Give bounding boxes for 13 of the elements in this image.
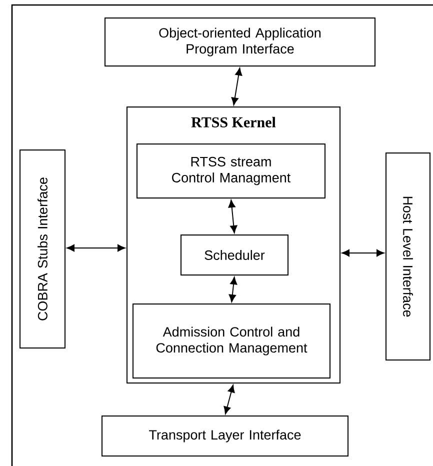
arrow bbox=[228, 276, 238, 302]
module-box: RTSS stream Control Managment bbox=[136, 144, 326, 198]
module-box: Admission Control and Connection Management bbox=[132, 304, 330, 378]
interface-box: Host Level Interface bbox=[386, 152, 430, 360]
arrow bbox=[224, 384, 235, 414]
arrow bbox=[66, 244, 126, 252]
module-box: Scheduler bbox=[180, 234, 288, 276]
arrow bbox=[342, 249, 384, 257]
interface-box: Object-oriented Application Program Interface bbox=[104, 18, 376, 66]
arrow bbox=[228, 200, 238, 234]
interface-box: COBRA Stubs Interface bbox=[20, 150, 66, 348]
interface-box: Transport Layer Interface bbox=[102, 416, 348, 456]
arrow bbox=[231, 68, 242, 106]
